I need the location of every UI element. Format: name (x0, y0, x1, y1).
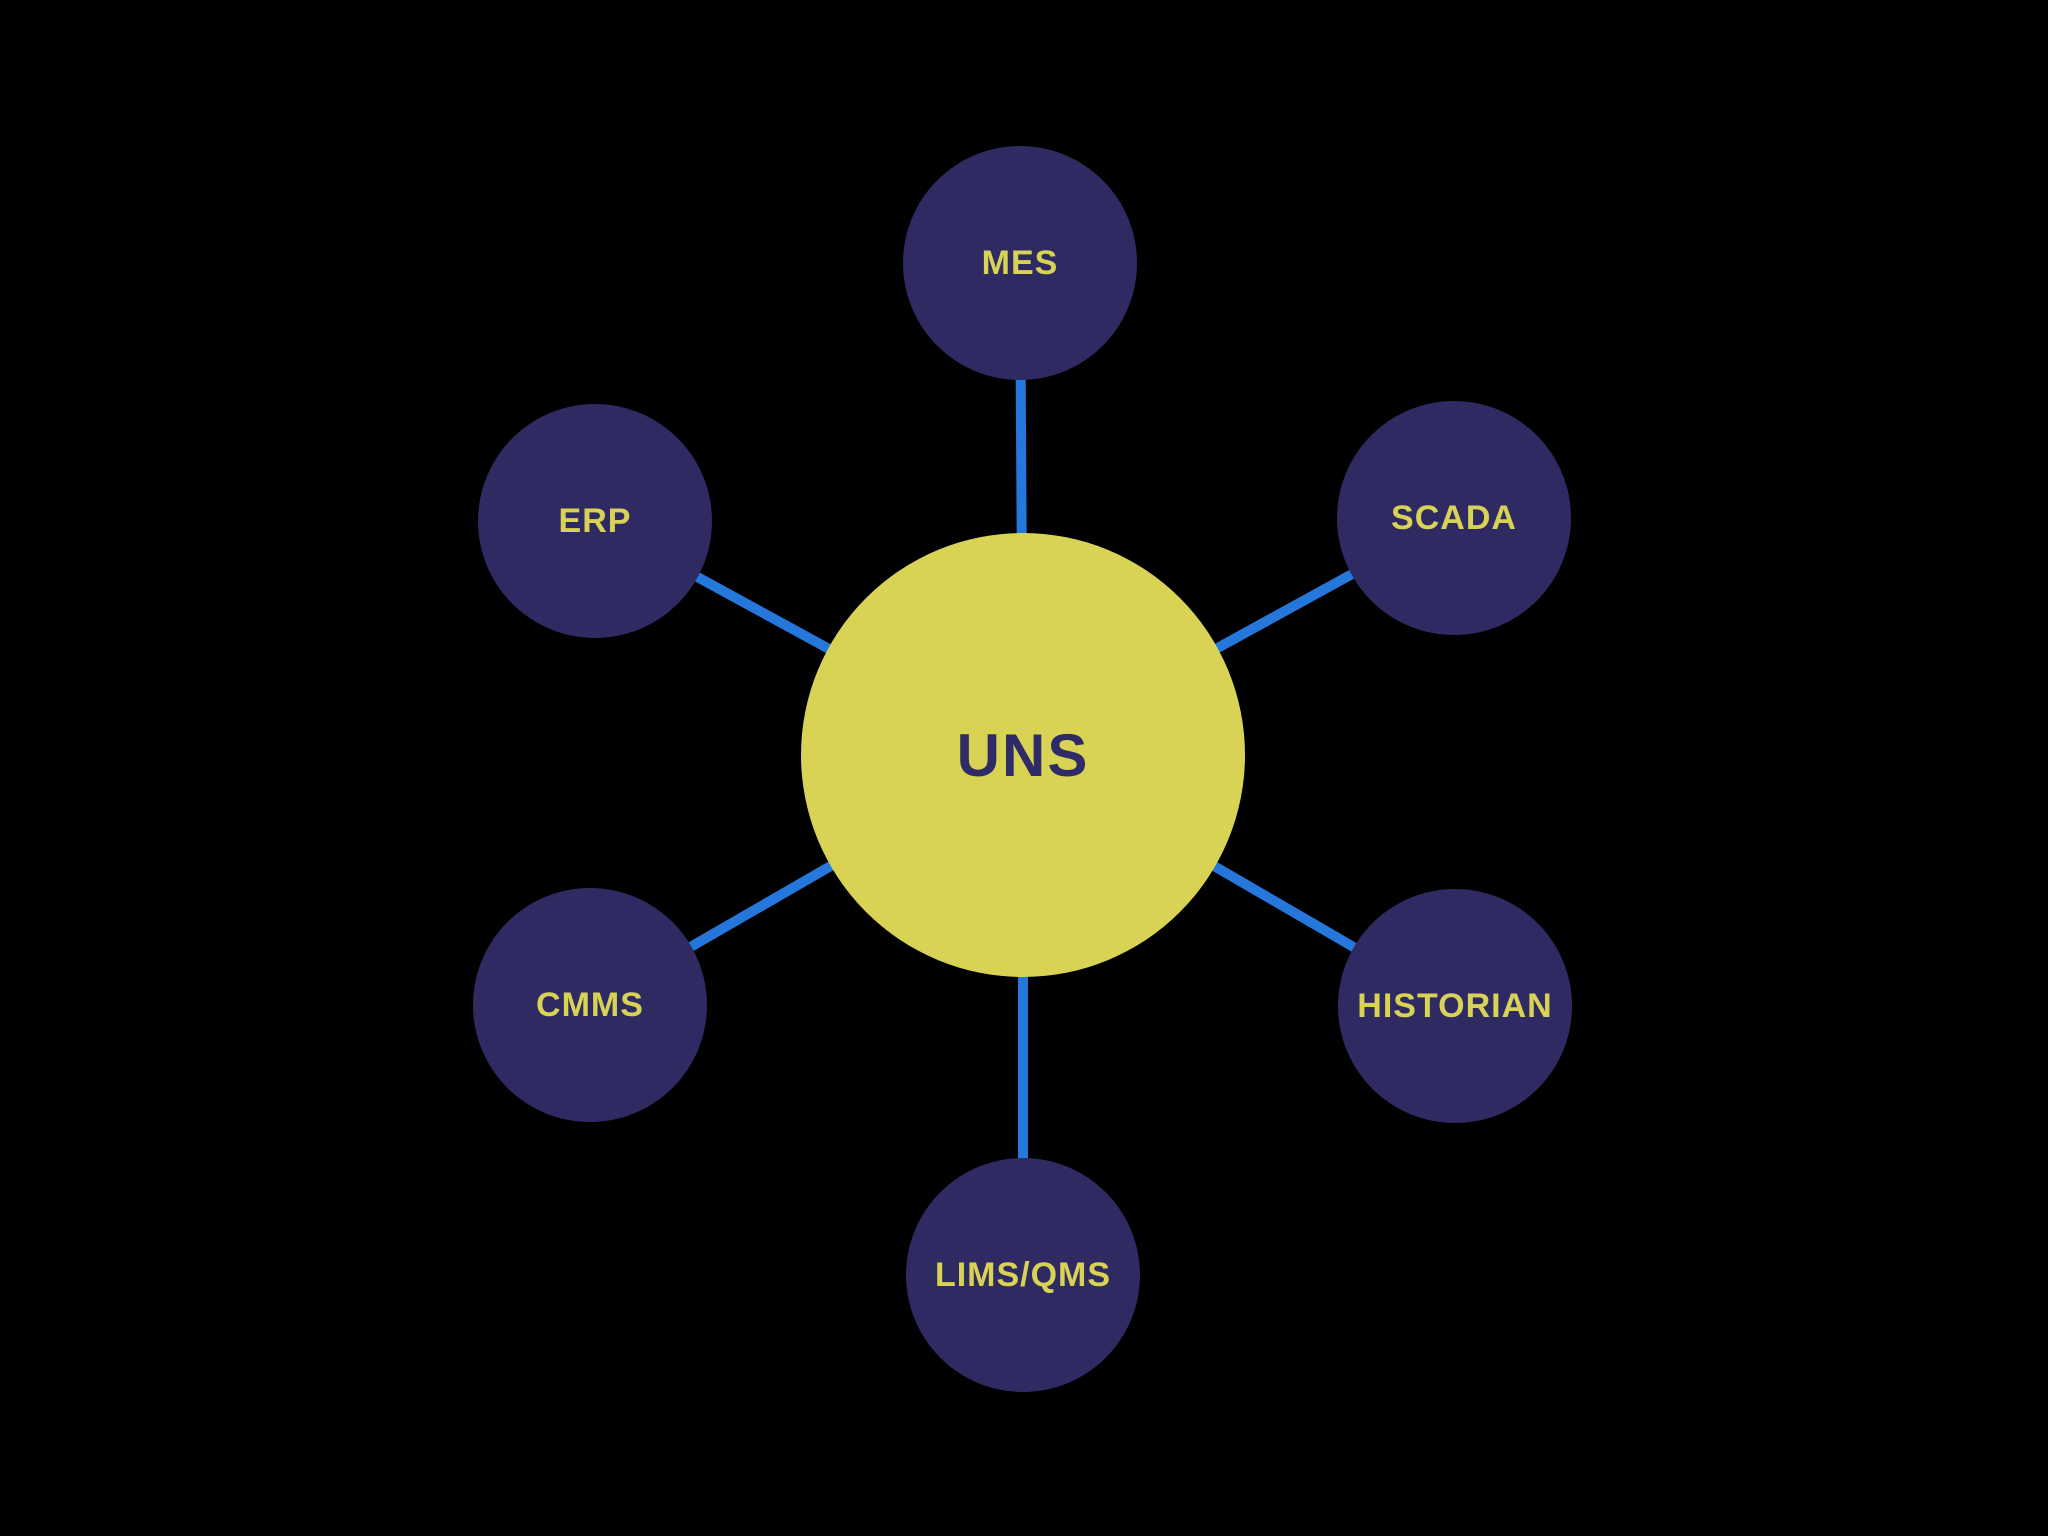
satellite-node-cmms: CMMS (473, 888, 707, 1122)
satellite-node-lims-qms: LIMS/QMS (906, 1158, 1140, 1392)
satellite-node-scada: SCADA (1337, 401, 1571, 635)
satellite-node-historian: HISTORIAN (1338, 889, 1572, 1123)
satellite-label-mes: MES (981, 243, 1059, 282)
hub-label-uns: UNS (956, 721, 1090, 789)
satellite-label-cmms: CMMS (536, 985, 644, 1024)
satellite-label-lims-qms: LIMS/QMS (934, 1255, 1112, 1294)
satellite-label-historian: HISTORIAN (1357, 986, 1553, 1025)
satellite-label-erp: ERP (558, 501, 632, 540)
hub-node-uns: UNS (801, 533, 1245, 977)
satellite-label-scada: SCADA (1391, 498, 1517, 537)
satellite-node-erp: ERP (478, 404, 712, 638)
satellite-node-mes: MES (903, 146, 1137, 380)
